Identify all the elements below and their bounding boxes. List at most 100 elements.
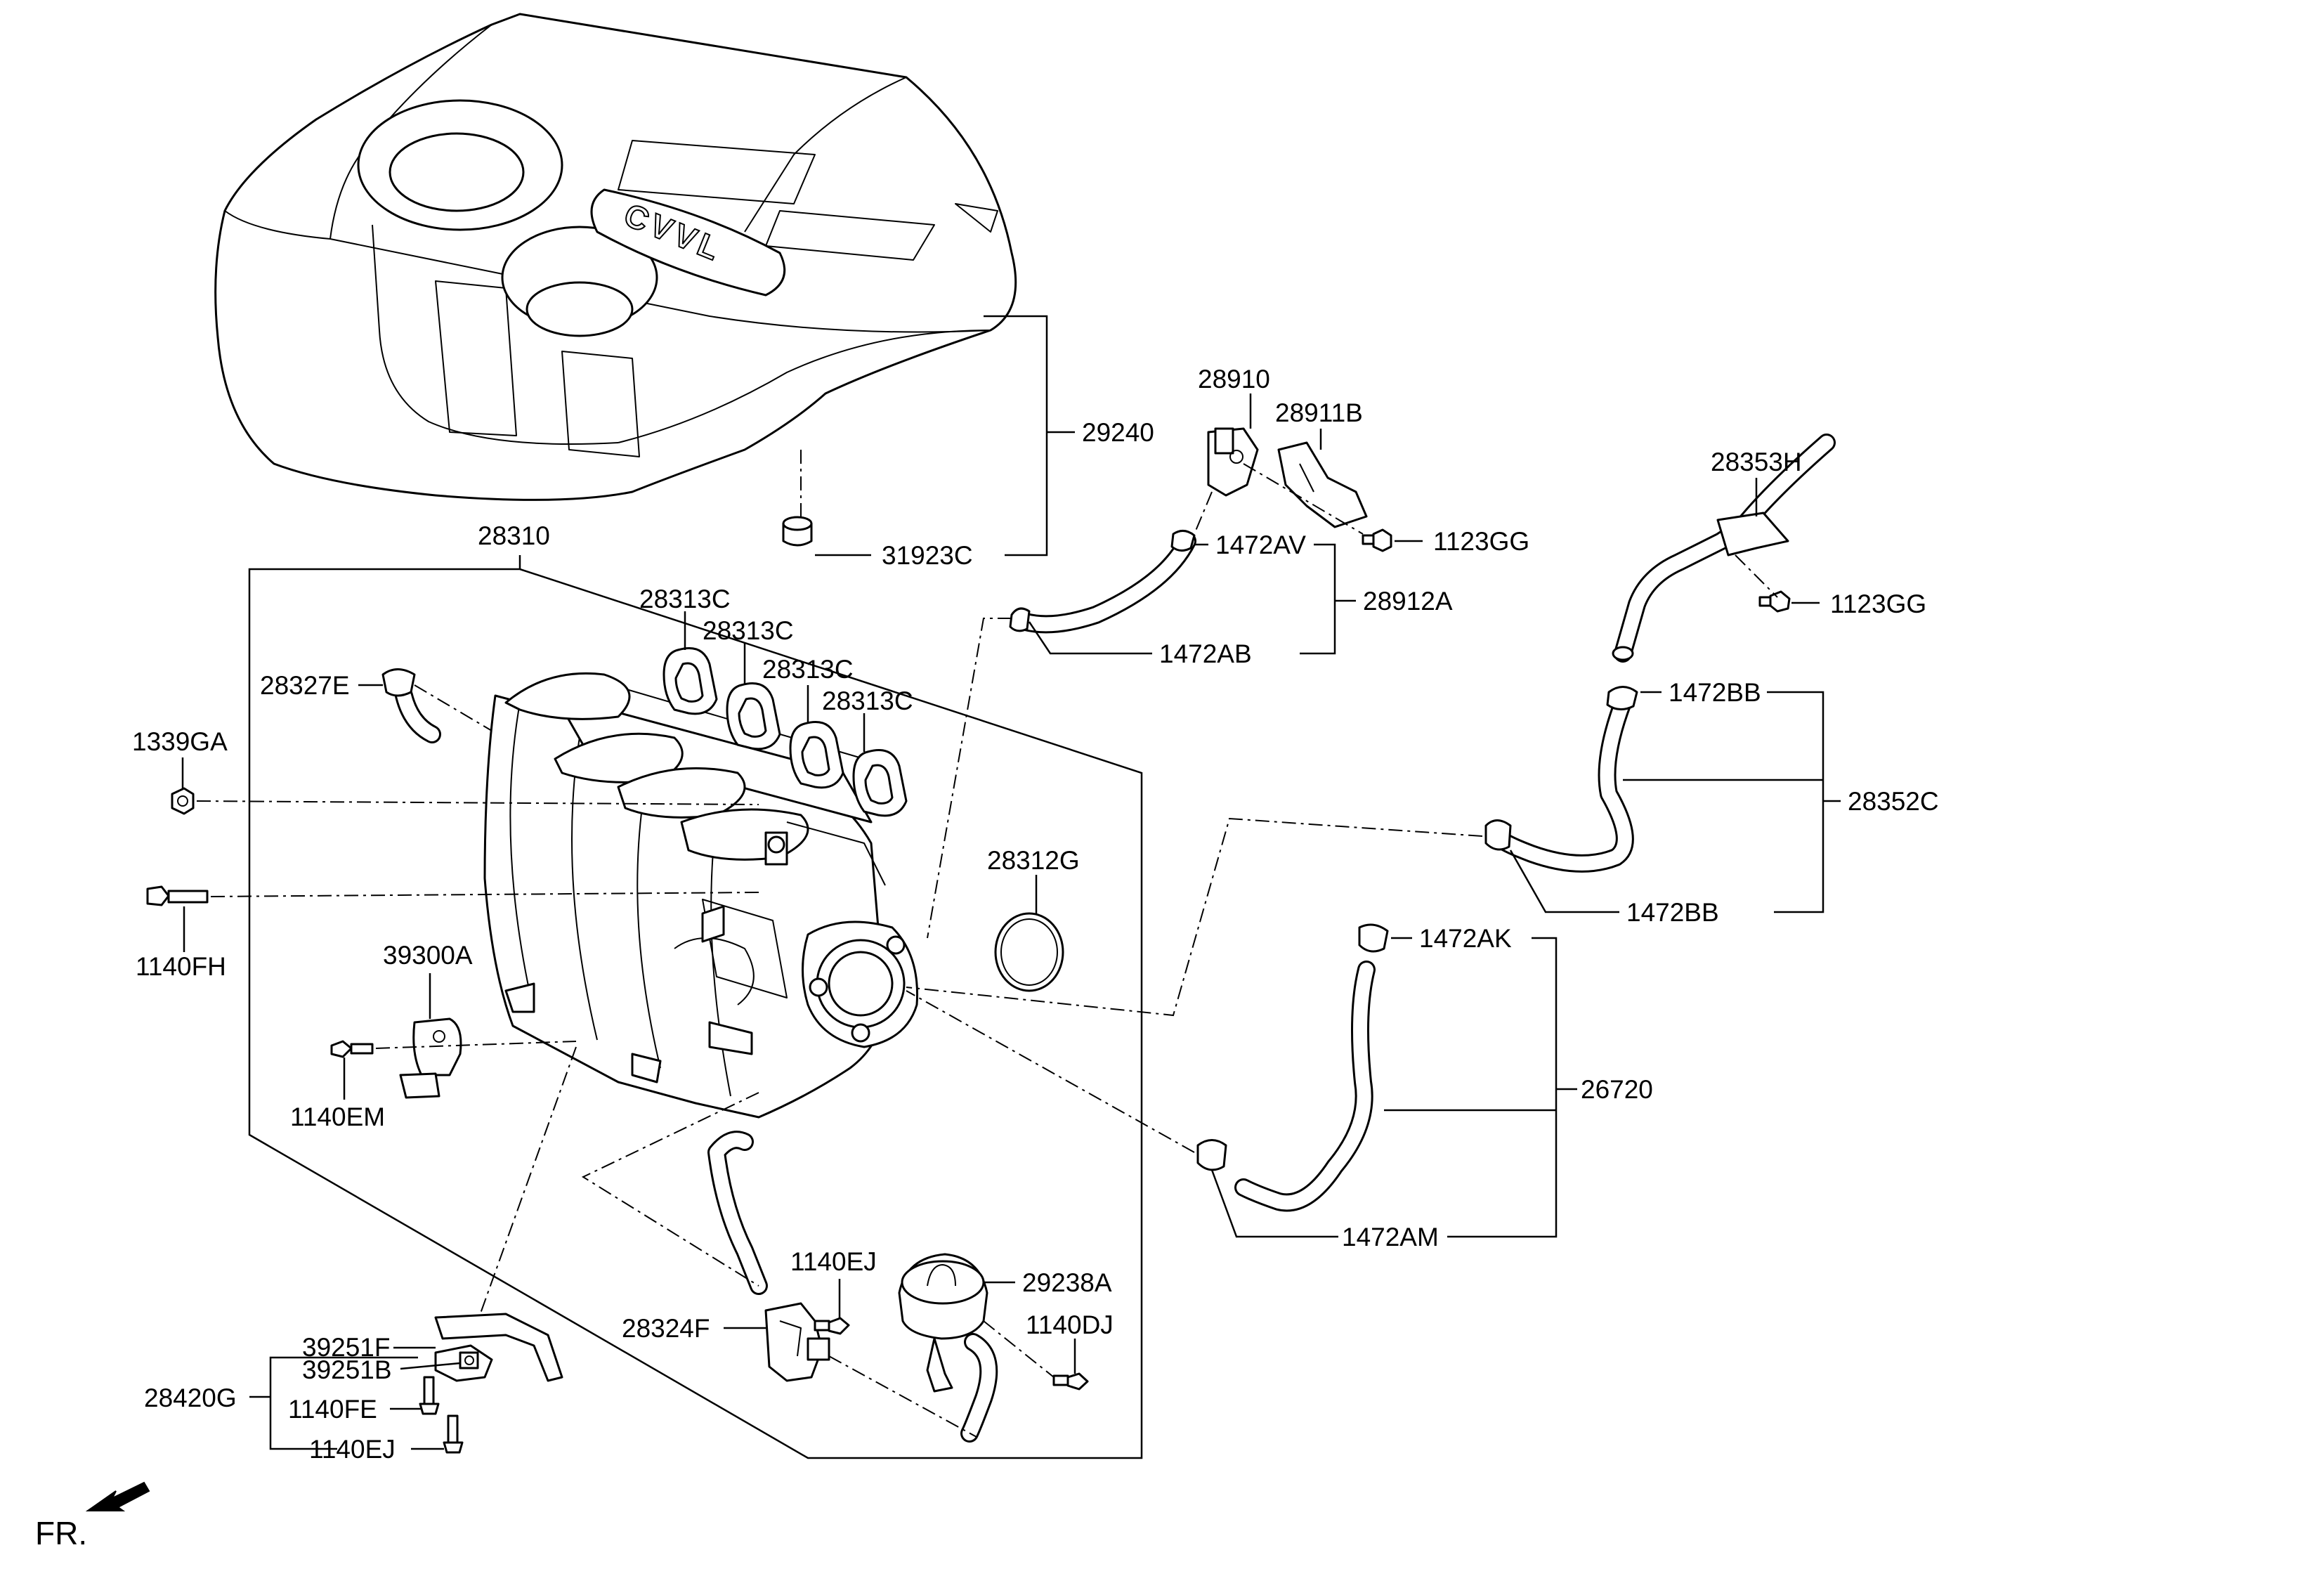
hose-28352C[interactable] [1484, 686, 1638, 873]
leader-39251B [400, 1362, 461, 1370]
label-28352C: 28352C [1848, 787, 1939, 816]
label-1339GA: 1339GA [132, 727, 228, 756]
clamp-1472AV[interactable] [1170, 530, 1196, 552]
label-1472BB-b: 1472BB [1626, 898, 1719, 927]
bolt-1140DJ[interactable] [1052, 1372, 1089, 1391]
label-28313C-4: 28313C [822, 686, 913, 715]
dash-1140FH [210, 892, 759, 897]
dash-bracket [477, 1046, 577, 1322]
label-1123GG-b: 1123GG [1830, 590, 1926, 618]
vacuum-hose[interactable] [707, 1131, 768, 1295]
leader-1472AB [1028, 621, 1152, 655]
throttle-body-flange[interactable] [802, 920, 919, 1048]
dash-vacuum [581, 1092, 759, 1287]
label-1140EJ-b: 1140EJ [309, 1435, 396, 1464]
label-31923C: 31923C [882, 541, 973, 570]
clamp-1472AB[interactable] [1009, 607, 1031, 632]
dash-28353H [1735, 554, 1778, 598]
bolt-1123GG-a[interactable] [1362, 528, 1392, 552]
pipe-28353H[interactable] [1612, 434, 1836, 663]
label-1472AV: 1472AV [1215, 531, 1306, 559]
label-28353H: 28353H [1711, 448, 1802, 476]
label-28313C-1: 28313C [639, 585, 731, 613]
label-29238A: 29238A [1022, 1268, 1112, 1297]
leader-1472BB-b [1509, 850, 1619, 913]
gasket-28312G[interactable] [994, 912, 1064, 992]
bracket-28420G[interactable] [434, 1313, 563, 1382]
leader-28420G-bracket [269, 1356, 418, 1450]
front-marker-label: FR. [35, 1515, 87, 1551]
clamp-1472BB-a[interactable] [1606, 686, 1638, 710]
label-39251F: 39251F [302, 1333, 391, 1362]
leader-28912A-bracket [1300, 543, 1336, 655]
bolt-1140EJ-b[interactable] [443, 1414, 464, 1454]
label-1140DJ: 1140DJ [1026, 1310, 1114, 1339]
label-28324F: 28324F [622, 1314, 710, 1343]
gasket-28313C-4[interactable] [852, 749, 908, 817]
label-1472BB-a: 1472BB [1669, 678, 1761, 707]
bracket-28911B[interactable] [1277, 441, 1368, 528]
label-28313C-3: 28313C [762, 655, 854, 684]
label-28911B: 28911B [1275, 398, 1363, 427]
nut-1339GA[interactable] [171, 787, 195, 815]
cover-emblem-plate [590, 188, 786, 297]
label-26720: 26720 [1581, 1075, 1653, 1104]
label-1140EJ-a: 1140EJ [790, 1247, 877, 1276]
gasket-28313C-3[interactable] [789, 721, 844, 789]
map-sensor-39300A[interactable] [399, 1017, 462, 1099]
label-28420G: 28420G [144, 1384, 237, 1412]
dash-1339GA [196, 800, 759, 805]
label-28327E: 28327E [260, 671, 350, 700]
label-1472AM: 1472AM [1342, 1223, 1439, 1251]
bolt-1123GG-b[interactable] [1758, 590, 1791, 613]
label-1123GG-a: 1123GG [1433, 527, 1529, 556]
pcv-valve-28910[interactable] [1207, 427, 1259, 497]
clamp-1472BB-b[interactable] [1484, 819, 1512, 851]
bolt-1140EJ-a[interactable] [814, 1317, 850, 1335]
clamp-1472AM[interactable] [1196, 1139, 1227, 1171]
intake-manifold[interactable] [483, 672, 887, 1119]
bolt-1140FE[interactable] [419, 1376, 440, 1415]
label-1472AB: 1472AB [1159, 639, 1252, 668]
dash-28327E [414, 684, 492, 731]
leader-1472AM [1210, 1169, 1338, 1238]
label-28912A: 28912A [1363, 587, 1453, 616]
gasket-28313C-2[interactable] [726, 682, 781, 750]
engine-cover[interactable]: CVVL [214, 13, 1017, 501]
hose-28912A[interactable] [1009, 530, 1196, 634]
label-28313C-2: 28313C [703, 616, 794, 645]
label-1140FH: 1140FH [136, 952, 226, 981]
bracket-39251B[interactable] [459, 1351, 479, 1369]
cover-intake-opening-large-inner [389, 132, 525, 212]
dash-26720 [906, 990, 1195, 1153]
hose-26720[interactable] [1196, 923, 1389, 1212]
actuator-29238A[interactable] [898, 1253, 988, 1393]
grommet-31923C[interactable] [782, 516, 813, 547]
dash-28352C [906, 817, 1483, 1017]
bolt-1140FH[interactable] [146, 885, 209, 906]
label-39251B: 39251B [302, 1355, 392, 1384]
bolt-1140EM[interactable] [330, 1040, 374, 1058]
label-28310: 28310 [478, 521, 550, 550]
solenoid-valve-28324F[interactable] [764, 1302, 830, 1382]
clamp-1472AK[interactable] [1358, 923, 1389, 953]
dash-28912A [927, 618, 1012, 939]
dash-1140EM [375, 1041, 577, 1049]
dash-pcv [1243, 463, 1364, 535]
label-28910: 28910 [1198, 365, 1270, 393]
nipple-28327E[interactable] [381, 668, 441, 743]
label-1140EM: 1140EM [290, 1102, 385, 1131]
dash-1140DJ [983, 1320, 1055, 1378]
label-1140FE: 1140FE [288, 1395, 377, 1424]
front-direction-arrow-icon [85, 1481, 150, 1511]
label-28312G: 28312G [987, 846, 1080, 875]
label-29240: 29240 [1082, 418, 1154, 447]
cover-intake-opening-small-inner [525, 281, 634, 337]
leader-29240 [984, 315, 1048, 557]
dash-28910-hose [1194, 491, 1213, 535]
leader-26720-bracket [1447, 937, 1558, 1238]
label-39300A: 39300A [383, 941, 473, 970]
gasket-28313C-1[interactable] [662, 647, 718, 715]
actuator-hose[interactable] [960, 1333, 998, 1443]
